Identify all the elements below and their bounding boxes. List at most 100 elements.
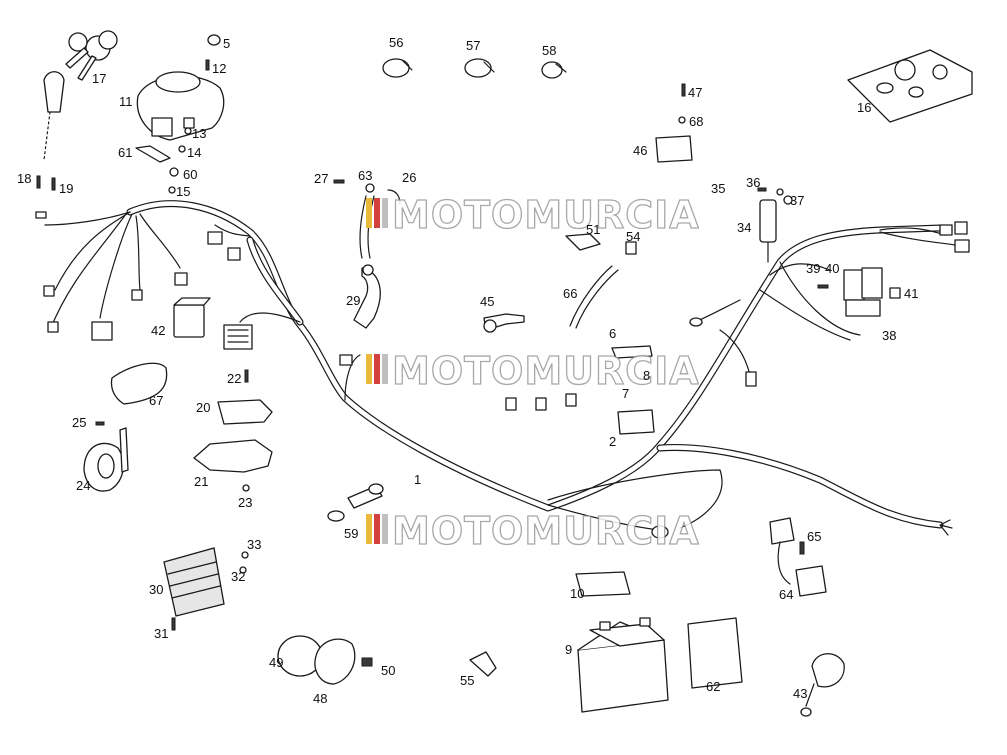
horn-24	[83, 421, 129, 492]
callout-25: 25	[72, 415, 86, 430]
callout-12: 12	[212, 61, 226, 76]
callout-32: 32	[231, 569, 245, 584]
callout-5: 5	[223, 36, 230, 51]
callout-62: 62	[706, 679, 720, 694]
callout-67: 67	[149, 393, 163, 408]
watermark-text: MOTOMURCIA	[392, 193, 700, 237]
bracket-20	[217, 369, 273, 425]
shield-21	[193, 439, 273, 492]
callout-49: 49	[269, 655, 283, 670]
callout-39: 39	[806, 261, 820, 276]
callout-64: 64	[779, 587, 793, 602]
small-hardware-top-left	[36, 34, 221, 194]
callout-18: 18	[17, 171, 31, 186]
callout-65: 65	[807, 529, 821, 544]
callout-63: 63	[358, 168, 372, 183]
callout-10: 10	[570, 586, 584, 601]
callout-21: 21	[194, 474, 208, 489]
callout-6: 6	[609, 326, 616, 341]
callout-33: 33	[247, 537, 261, 552]
callout-23: 23	[238, 495, 252, 510]
callout-26: 26	[402, 170, 416, 185]
sensor-64-65	[769, 517, 827, 597]
callout-61: 61	[118, 145, 132, 160]
flasher-relay-42	[91, 297, 211, 341]
callout-42: 42	[151, 323, 165, 338]
callout-35: 35	[711, 181, 725, 196]
callout-50: 50	[381, 663, 395, 678]
callout-27: 27	[314, 171, 328, 186]
hoses-26-29-63	[333, 179, 401, 329]
callout-66: 66	[563, 286, 577, 301]
watermark-stripe-yellow	[366, 514, 372, 544]
callout-45: 45	[480, 294, 494, 309]
watermark-stripe-yellow	[366, 198, 372, 228]
watermark-bottom: MOTOMURCIA	[366, 508, 700, 554]
callout-22: 22	[227, 371, 241, 386]
callout-11: 11	[119, 94, 133, 109]
switch-59	[327, 483, 384, 522]
callout-19: 19	[59, 181, 73, 196]
watermark-middle: MOTOMURCIA	[366, 348, 700, 394]
watermark-stripe-red	[374, 354, 380, 384]
callout-59: 59	[344, 526, 358, 541]
callout-37: 37	[790, 193, 804, 208]
clamps-56-57-58	[382, 58, 567, 79]
module-46	[655, 83, 693, 163]
callout-15: 15	[176, 184, 190, 199]
callout-46: 46	[633, 143, 647, 158]
watermark-stripe-yellow	[366, 354, 372, 384]
hose-66	[569, 265, 619, 329]
callout-labels: 1 2 5 6 7 8 9 10 11 12 13 14 15 16 17 18…	[17, 35, 918, 706]
callout-56: 56	[389, 35, 403, 50]
connector-block-mid-left	[223, 324, 253, 350]
pad-10	[575, 571, 631, 597]
regulator-30	[163, 547, 249, 631]
callout-13: 13	[192, 126, 206, 141]
watermark-stripe-grey	[382, 514, 388, 544]
watermark-stripe-grey	[382, 198, 388, 228]
battery-9	[577, 617, 669, 713]
watermark-top: MOTOMURCIA	[366, 192, 700, 238]
ignition-keys-17	[65, 30, 118, 81]
callout-24: 24	[76, 478, 90, 493]
callout-51: 51	[586, 222, 600, 237]
sensor-43	[800, 653, 845, 717]
callout-31: 31	[154, 626, 168, 641]
callout-47: 47	[688, 85, 702, 100]
watermark-text: MOTOMURCIA	[392, 349, 700, 393]
cover-cap-67	[110, 362, 168, 405]
callout-2: 2	[609, 434, 616, 449]
callout-1: 1	[414, 472, 421, 487]
ignition-switch-11	[43, 71, 225, 161]
callout-68: 68	[689, 114, 703, 129]
cable-clip-55	[469, 651, 497, 677]
callout-9: 9	[565, 642, 572, 657]
fuse-holder-34-37	[757, 187, 793, 243]
callout-48: 48	[313, 691, 327, 706]
watermark-text: MOTOMURCIA	[392, 509, 700, 553]
callout-34: 34	[737, 220, 751, 235]
callout-55: 55	[460, 673, 474, 688]
relay-block-6-7-8	[505, 345, 655, 435]
callout-17: 17	[92, 71, 106, 86]
cover-62	[687, 617, 743, 689]
callout-7: 7	[622, 386, 629, 401]
watermark-stripe-grey	[382, 354, 388, 384]
callout-38: 38	[882, 328, 896, 343]
watermark-stripe-red	[374, 198, 380, 228]
clip-51-54	[565, 233, 637, 255]
callout-30: 30	[149, 582, 163, 597]
callout-41: 41	[904, 286, 918, 301]
callout-8: 8	[643, 368, 650, 383]
callout-40: 40	[825, 261, 839, 276]
watermark-stripe-red	[374, 514, 380, 544]
callout-36: 36	[746, 175, 760, 190]
relays-38-39-40	[817, 267, 901, 317]
main-wiring-harness	[35, 200, 970, 539]
callout-54: 54	[626, 229, 640, 244]
callout-58: 58	[542, 43, 556, 58]
callout-29: 29	[346, 293, 360, 308]
ignition-coil-48	[277, 635, 373, 685]
